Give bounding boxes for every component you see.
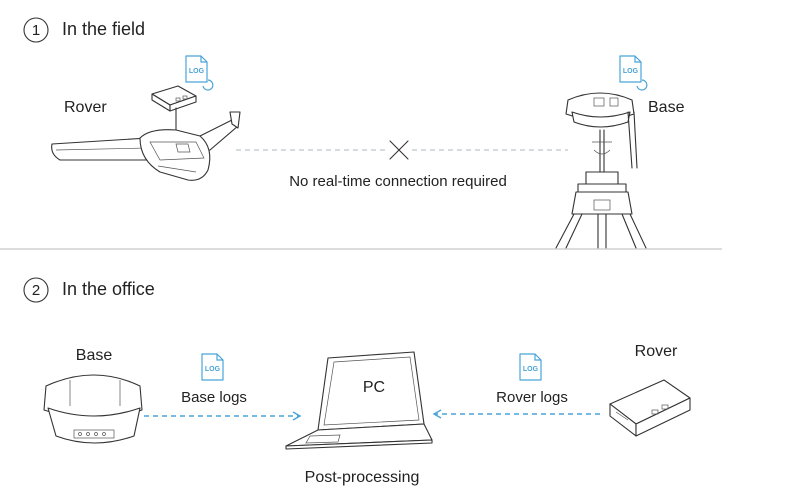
field-base-log-text: LOG [623, 68, 639, 75]
section-1-title: In the field [62, 19, 145, 39]
post-processing-label: Post-processing [305, 469, 420, 486]
step-1-number: 1 [32, 22, 40, 39]
laptop-icon [285, 351, 433, 450]
field-rover-log-text: LOG [189, 68, 205, 75]
section-2-header: 2 In the office [23, 277, 155, 303]
office-rover-log-icon: LOG [519, 353, 542, 381]
office-base-receiver-icon [43, 374, 143, 444]
office-pc: PC Post-processing [285, 351, 433, 486]
field-base-log-icon: LOG [619, 55, 648, 91]
field-rover-receiver-icon [151, 85, 197, 112]
office-base-log-text: LOG [205, 366, 221, 373]
step-2-number: 2 [32, 282, 40, 299]
office-rover-log-text: LOG [523, 366, 539, 373]
field-rover-label: Rover [64, 99, 107, 116]
field-connection: No real-time connection required [236, 140, 568, 190]
rover-logs-label: Rover logs [496, 389, 568, 406]
section-1-header: 1 In the field [23, 17, 145, 43]
office-rover-receiver-icon [609, 379, 691, 437]
office-base: Base [43, 347, 143, 444]
office-rover-label: Rover [635, 343, 678, 360]
office-rover: Rover [609, 343, 691, 437]
base-logs-label: Base logs [181, 389, 247, 406]
pc-label: PC [363, 379, 385, 396]
no-connection-x-icon [389, 140, 409, 160]
field-rover-log-icon: LOG [185, 55, 214, 91]
field-base-label: Base [648, 99, 685, 116]
field-rover-drone-icon [51, 111, 241, 181]
office-base-log-icon: LOG [201, 353, 224, 381]
field-rover: Rover LOG [51, 55, 241, 181]
field-base: Base LOG [555, 55, 685, 249]
field-base-station-icon [555, 92, 647, 249]
office-rover-logs: LOG Rover logs [432, 353, 600, 419]
step-1-circle [23, 17, 49, 43]
connection-note: No real-time connection required [289, 173, 507, 190]
office-base-logs: LOG Base logs [144, 353, 302, 421]
step-2-circle [23, 277, 49, 303]
section-2-title: In the office [62, 279, 155, 299]
office-base-label: Base [76, 347, 113, 364]
